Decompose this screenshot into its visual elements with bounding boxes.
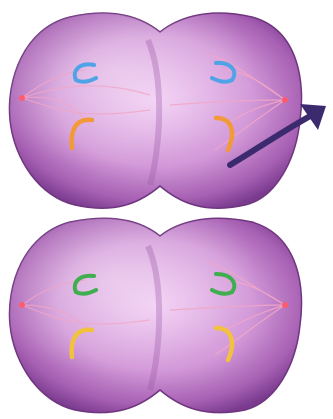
centrosome-left bbox=[19, 95, 25, 101]
centrosome-right bbox=[282, 97, 288, 103]
top-cell bbox=[9, 13, 301, 208]
cell-sheen bbox=[9, 13, 301, 208]
centrosome-left bbox=[19, 302, 25, 308]
bottom-cell bbox=[9, 218, 301, 412]
centrosome-right bbox=[282, 302, 288, 308]
